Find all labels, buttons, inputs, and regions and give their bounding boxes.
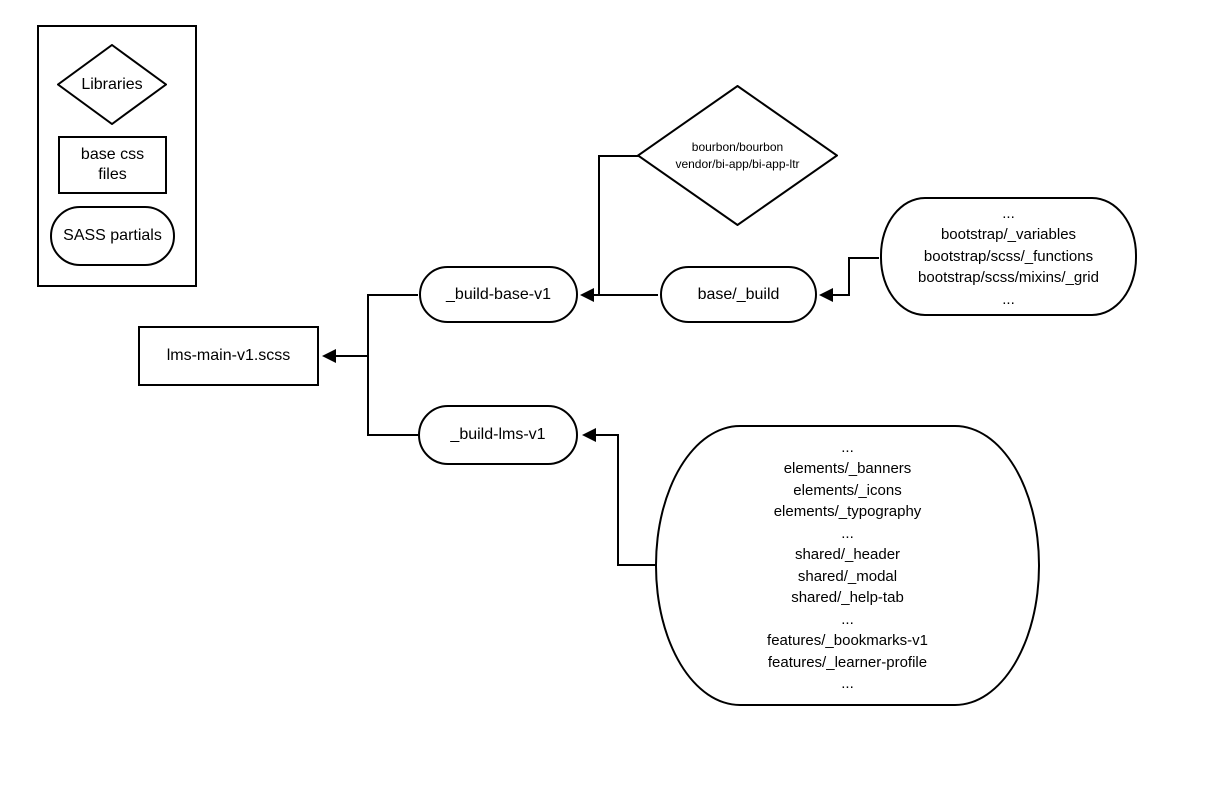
node-build-lms-v1-label: _build-lms-v1: [450, 426, 546, 443]
legend-base-css-line: files: [98, 166, 127, 183]
diamond-shape: [637, 85, 838, 226]
lms-partial-line: ...: [841, 610, 854, 628]
legend-libraries-diamond: Libraries: [57, 44, 167, 125]
node-lms-main: lms-main-v1.scss: [138, 326, 319, 386]
arrowhead-into-lms-main: [322, 349, 336, 363]
arrowhead-into-base-build: [819, 288, 833, 302]
node-build-base-v1-label: _build-base-v1: [446, 285, 551, 303]
legend-sass-partials-stadium: SASS partials: [50, 206, 175, 266]
lms-partial-line: shared/_modal: [797, 567, 898, 585]
bootstrap-partial-line: bootstrap/scss/mixins/_grid: [918, 269, 1099, 287]
node-lms-partials: ... elements/_banners elements/_icons el…: [655, 425, 1040, 706]
node-bourbon-libraries: bourbon/bourbon vendor/bi-app/bi-app-ltr: [637, 85, 838, 226]
lms-partial-line: ...: [841, 524, 854, 542]
lms-partial-line: elements/_typography: [773, 503, 922, 520]
bourbon-line: bourbon/bourbon: [691, 139, 784, 154]
legend-box: Libraries base css files SASS partials: [37, 25, 197, 287]
lms-partial-line: features/_bookmarks-v1: [767, 632, 928, 649]
lms-partial-line: ...: [841, 438, 854, 456]
connector-lms-partials-to-build-lms: [596, 434, 657, 566]
bootstrap-partial-line: ...: [1002, 204, 1015, 222]
connector-bourbon-to-build-base: [598, 155, 639, 295]
node-base-build-label: base/_build: [697, 285, 780, 303]
bootstrap-partial-line: bootstrap/scss/_functions: [923, 247, 1094, 265]
arrowhead-into-build-base: [580, 288, 594, 302]
node-base-build: base/_build: [660, 266, 817, 323]
legend-base-css-rect: base css files: [58, 136, 167, 194]
lms-partial-line: ...: [841, 675, 854, 692]
legend-base-css-line: base css: [80, 146, 145, 163]
node-lms-main-label: lms-main-v1.scss: [166, 347, 291, 364]
bourbon-line: vendor/bi-app/bi-app-ltr: [675, 156, 800, 171]
lms-partial-line: shared/_help-tab: [791, 589, 904, 606]
lms-partial-line: elements/_banners: [783, 460, 912, 477]
connector-bracket-builds: [367, 294, 418, 436]
legend-sass-partials-label: SASS partials: [63, 227, 162, 244]
legend-libraries-label: Libraries: [81, 75, 143, 93]
bootstrap-partial-line: bootstrap/_variables: [940, 226, 1077, 244]
connector-bootstrap-to-base-build: [833, 257, 879, 296]
node-bootstrap-partials: ... bootstrap/_variables bootstrap/scss/…: [880, 197, 1137, 316]
lms-partial-line: shared/_header: [794, 546, 901, 563]
arrowhead-into-build-lms: [582, 428, 596, 442]
diamond-shape: [57, 44, 167, 125]
node-build-base-v1: _build-base-v1: [419, 266, 578, 323]
node-build-lms-v1: _build-lms-v1: [418, 405, 578, 465]
bootstrap-partial-line: ...: [1002, 290, 1015, 308]
lms-partial-line: features/_learner-profile: [767, 653, 928, 671]
lms-partial-line: elements/_icons: [793, 481, 902, 499]
